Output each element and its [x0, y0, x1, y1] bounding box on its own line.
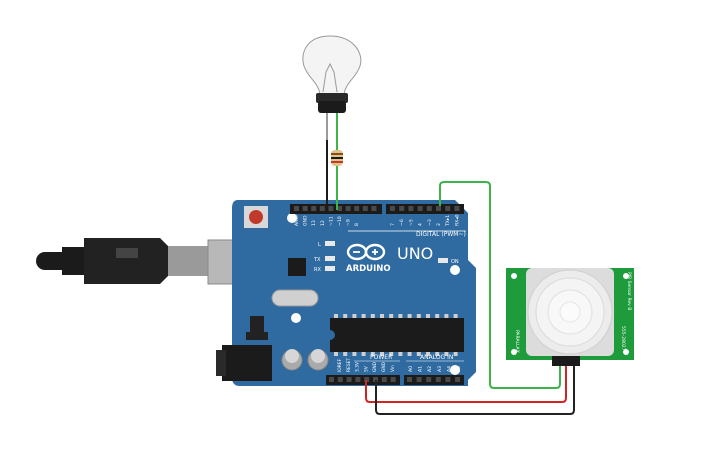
- ground-wire[interactable]: [375, 366, 575, 415]
- analog-pin-label: A3: [437, 366, 443, 372]
- digital-pin-label: ~11: [328, 216, 334, 226]
- power-pin-label: Vin: [390, 365, 396, 372]
- on-led-label: ON: [451, 259, 459, 265]
- analog-pin-label: A2: [427, 366, 433, 372]
- digital-pin-label: 13: [311, 220, 317, 226]
- analog-pin-label: A1: [418, 366, 424, 372]
- digital-pin-label: ~9: [346, 219, 352, 226]
- model-label: UNO: [397, 244, 433, 263]
- power-regulator: [246, 316, 268, 340]
- digital-pin-label: AREF: [294, 214, 300, 226]
- resistor[interactable]: [331, 150, 343, 166]
- arduino-logo: [346, 243, 386, 261]
- power-wire-5v[interactable]: [365, 366, 567, 403]
- digital-pin-label: ~3: [427, 219, 433, 226]
- digital-pin-label: 7: [390, 223, 396, 226]
- digital-section-label: DIGITAL (PWM~): [416, 231, 466, 238]
- sensor-part-label: 555-28027: [620, 326, 626, 351]
- dc-power-jack: [216, 345, 272, 381]
- digital-pin-label: ~6: [399, 219, 405, 226]
- led-label-tx: TX: [313, 257, 321, 263]
- bulb-leads: [326, 113, 338, 210]
- power-pin-label: 5V: [363, 366, 369, 372]
- digital-pin-label: ~5: [408, 219, 414, 226]
- capacitors: [281, 349, 329, 371]
- voltage-regulator: [288, 258, 306, 276]
- status-leds: L TX RX: [313, 241, 335, 273]
- analog-pin-label: A0: [408, 366, 414, 372]
- digital-pin-label: TX▸1: [445, 215, 451, 227]
- digital-pin-holes: [294, 206, 460, 211]
- led-label-rx: RX: [314, 267, 321, 273]
- digital-pin-label: GND: [303, 215, 309, 226]
- power-header: [326, 375, 400, 385]
- light-bulb[interactable]: [302, 35, 362, 113]
- led-label-l: L: [318, 242, 321, 248]
- pir-sensor[interactable]: PARALLAX 555-28027 PIR Sensor Rev B: [506, 268, 634, 366]
- digital-pin-label: RX◂0: [454, 214, 460, 226]
- microcontroller-chip: [330, 318, 464, 352]
- power-pin-label: GND: [372, 361, 378, 372]
- digital-pin-label: 12: [320, 220, 326, 226]
- power-pin-label: GND: [381, 361, 387, 372]
- power-pin-label: IOREF: [337, 358, 343, 372]
- power-pin-label: 3.3V: [355, 362, 361, 372]
- signal-wire[interactable]: [439, 181, 561, 389]
- power-section-label: POWER: [370, 354, 392, 361]
- sensor-model-label: PIR Sensor Rev B: [626, 272, 632, 310]
- brand-label: ARDUINO: [346, 264, 391, 274]
- reset-button[interactable]: [244, 206, 268, 228]
- digital-pin-label: 4: [418, 223, 424, 226]
- analog-pin-label: A5: [456, 366, 462, 372]
- sensor-brand-label: PARALLAX: [514, 330, 520, 353]
- digital-pin-label: 2: [436, 223, 442, 226]
- digital-pin-label: ~10: [337, 216, 343, 226]
- analog-section-label: ANALOG IN: [420, 354, 453, 361]
- analog-header: [404, 375, 464, 385]
- analog-pin-label: A4: [446, 366, 452, 372]
- power-pin-label: RESET: [346, 358, 352, 372]
- digital-pin-label: 8: [354, 223, 360, 226]
- crystal-oscillator: [271, 289, 319, 307]
